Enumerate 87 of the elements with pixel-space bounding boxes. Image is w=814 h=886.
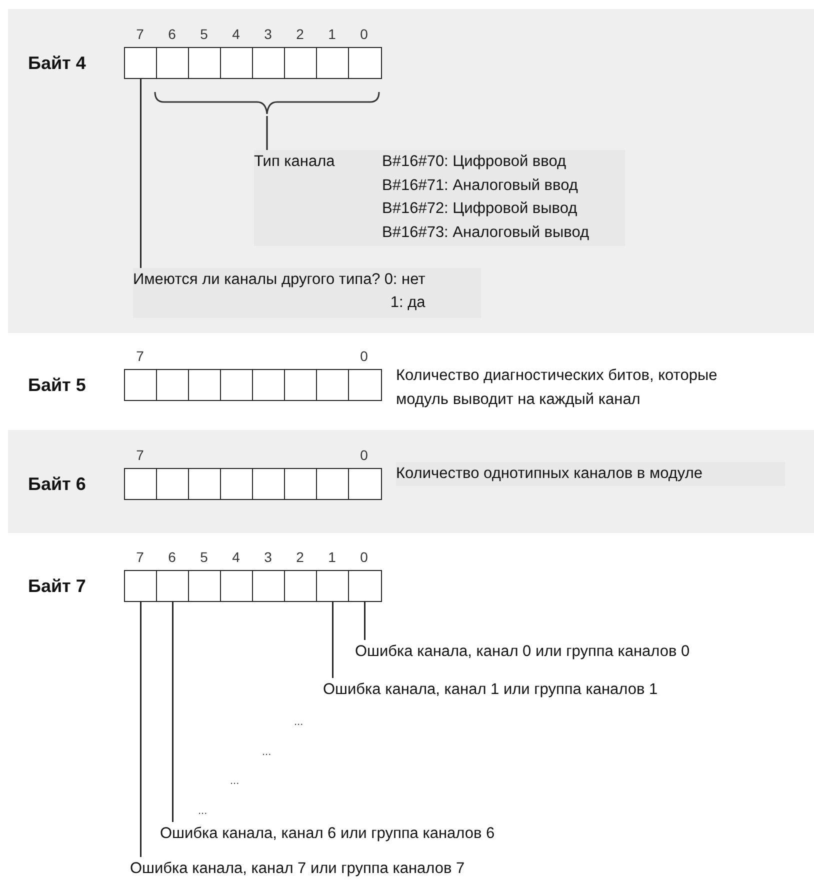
bit-number: 6 (168, 26, 176, 42)
bit-number: 1 (328, 26, 336, 42)
bit-cell (316, 468, 350, 500)
leader-line (172, 602, 174, 822)
bit-cell (220, 468, 254, 500)
bit-cell (316, 570, 350, 602)
bit-cell (348, 468, 382, 500)
byte-label: Байт 6 (28, 474, 87, 494)
bit-number: 7 (136, 549, 144, 565)
bit-cell (348, 47, 382, 79)
code-value: B#16#73: Аналоговый вывод (382, 222, 590, 242)
bit-number: 0 (360, 447, 368, 463)
bit-number: 4 (232, 549, 240, 565)
bit-number: 2 (296, 549, 304, 565)
bit-cell (284, 468, 318, 500)
bit-number: 6 (168, 549, 176, 565)
bit-cell (316, 47, 350, 79)
byte-description: Количество однотипных каналов в модуле (396, 462, 785, 486)
note-heading: Тип канала (254, 152, 336, 172)
bit-number: 7 (136, 26, 144, 42)
bit-description: Ошибка канала, канал 6 или группа каналов 6 (160, 822, 495, 845)
bit-cell (124, 369, 158, 401)
curly-brace (154, 92, 380, 116)
bit-number: 0 (360, 549, 368, 565)
byte-label: Байт 4 (28, 52, 87, 74)
bit-description: Ошибка канала, канал 7 или группа каналов 7 (130, 857, 465, 880)
bit-cell (252, 47, 286, 79)
bit-cell (220, 369, 254, 401)
leader-line (140, 602, 142, 857)
code-value: B#16#72: Цифровой вывод (382, 199, 578, 219)
bit-cell (156, 570, 190, 602)
bit-cell (156, 47, 190, 79)
note-text: Имеются ли каналы другого типа? (133, 270, 380, 290)
ellipsis: ... (294, 717, 304, 728)
bit-cell (284, 369, 318, 401)
leader-line (332, 602, 334, 678)
byte-label: Байт 5 (28, 374, 87, 396)
bit-number: 0 (360, 348, 368, 364)
bit-number: 3 (264, 26, 272, 42)
bit-description: Ошибка канала, канал 0 или группа каналов 0 (355, 640, 690, 663)
bit-cell (124, 570, 158, 602)
bit-cell (124, 468, 158, 500)
bit-cell (252, 468, 286, 500)
bit-cell (156, 369, 190, 401)
bit-cell (188, 570, 222, 602)
bit-cell (220, 47, 254, 79)
bit-cell (124, 47, 158, 79)
leader-line (266, 116, 268, 150)
code-value: B#16#70: Цифровой ввод (382, 152, 568, 172)
leader-line (140, 79, 142, 268)
bit-cell (188, 369, 222, 401)
bit-cell (188, 468, 222, 500)
bit-number: 1 (328, 549, 336, 565)
byte-label: Байт 7 (28, 576, 87, 596)
bit-number: 2 (296, 26, 304, 42)
flag-value: 1: да (390, 293, 426, 313)
bit-cell (348, 369, 382, 401)
byte-description: Количество диагностических битов, которые модуль выводит на каждый канал (396, 366, 718, 410)
ellipsis: ... (198, 806, 208, 817)
bit-cell (220, 570, 254, 602)
bit-number: 7 (136, 447, 144, 463)
ellipsis: ... (262, 747, 272, 758)
code-value: B#16#71: Аналоговый ввод (382, 176, 579, 196)
byte-register (28, 47, 382, 79)
bit-number: 5 (200, 549, 208, 565)
byte-register (28, 369, 382, 401)
bit-number: 3 (264, 549, 272, 565)
channel-type-note (254, 150, 626, 246)
bit-cell (316, 369, 350, 401)
bit-number: 7 (136, 348, 144, 364)
bit-number: 4 (232, 26, 240, 42)
flag-note (133, 268, 482, 318)
bit-cell (284, 47, 318, 79)
bit-cell (156, 468, 190, 500)
bit-cell (348, 570, 382, 602)
bit-cell (252, 369, 286, 401)
byte-register (28, 570, 382, 602)
bit-description: Ошибка канала, канал 1 или группа каналов 1 (323, 678, 658, 701)
leader-line (364, 602, 366, 640)
bit-cell (252, 570, 286, 602)
bit-cell (284, 570, 318, 602)
bit-number: 5 (200, 26, 208, 42)
flag-value: 0: нет (384, 270, 426, 290)
bit-number: 0 (360, 26, 368, 42)
ellipsis: ... (230, 776, 240, 787)
byte-register (28, 468, 382, 500)
bit-cell (188, 47, 222, 79)
